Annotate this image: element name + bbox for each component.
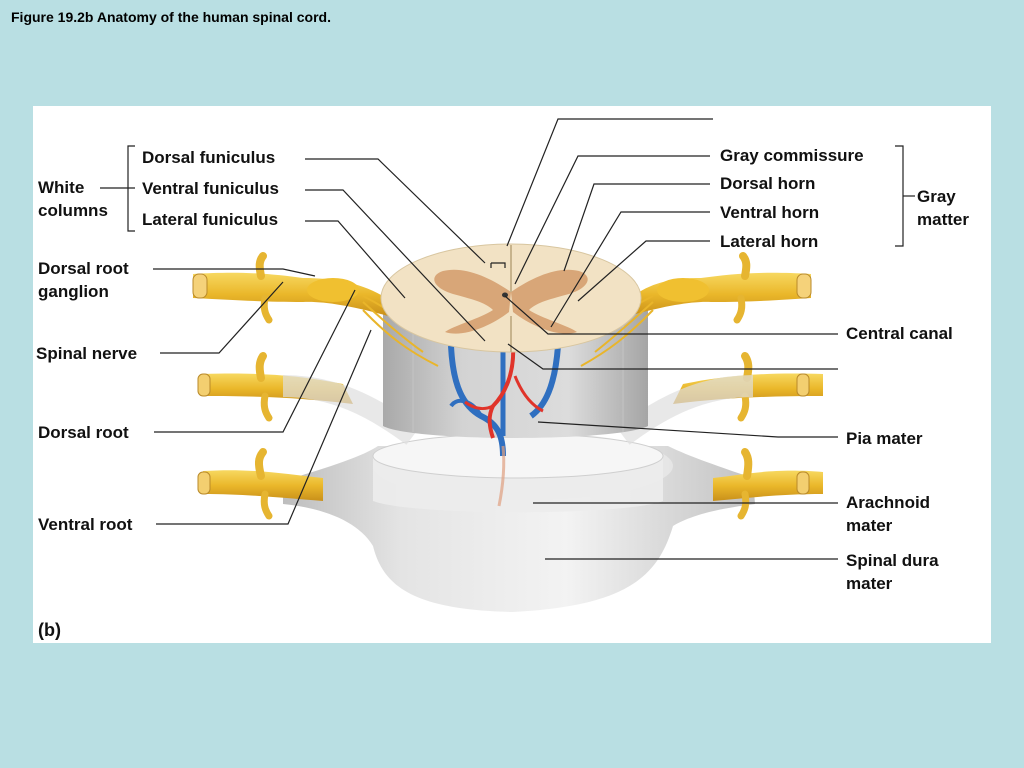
spinal-cord-illustration: (b) <box>38 118 915 640</box>
arachnoid-layer <box>372 433 664 513</box>
label-lateral-horn: Lateral horn <box>720 232 819 251</box>
label-ventral-root: Ventral root <box>38 515 133 534</box>
label-dorsal-root-ganglion: Dorsal root ganglion <box>38 259 129 301</box>
panel-letter: (b) <box>38 620 61 640</box>
label-pia-mater: Pia mater <box>846 429 923 448</box>
label-arachnoid-mater: Arachnoid mater <box>846 493 931 535</box>
label-gray-commissure: Gray commissure <box>720 146 864 165</box>
figure-title: Figure 19.2b Anatomy of the human spinal… <box>11 9 331 25</box>
lower-spinal-nerves <box>197 448 823 520</box>
label-ventral-horn: Ventral horn <box>720 203 820 222</box>
label-dorsal-funiculus: Dorsal funiculus <box>142 148 276 167</box>
cord-cross-section <box>380 243 642 353</box>
label-white-columns: White columns <box>38 178 108 220</box>
label-spinal-dura-mater: Spinal dura mater <box>846 551 939 593</box>
diagram-panel: (b) Dorsal funicu <box>33 106 991 643</box>
label-dorsal-horn: Dorsal horn <box>720 174 816 193</box>
label-dorsal-root: Dorsal root <box>38 423 129 442</box>
label-ventral-funiculus: Ventral funiculus <box>142 179 279 198</box>
leader-lines <box>100 118 915 560</box>
label-spinal-nerve: Spinal nerve <box>36 344 138 363</box>
label-lateral-funiculus: Lateral funiculus <box>142 210 279 229</box>
upper-spinal-nerves <box>192 252 812 367</box>
label-central-canal: Central canal <box>846 324 953 343</box>
label-gray-matter: Gray matter <box>917 187 969 229</box>
pia-blood-vessels <box>448 343 561 507</box>
